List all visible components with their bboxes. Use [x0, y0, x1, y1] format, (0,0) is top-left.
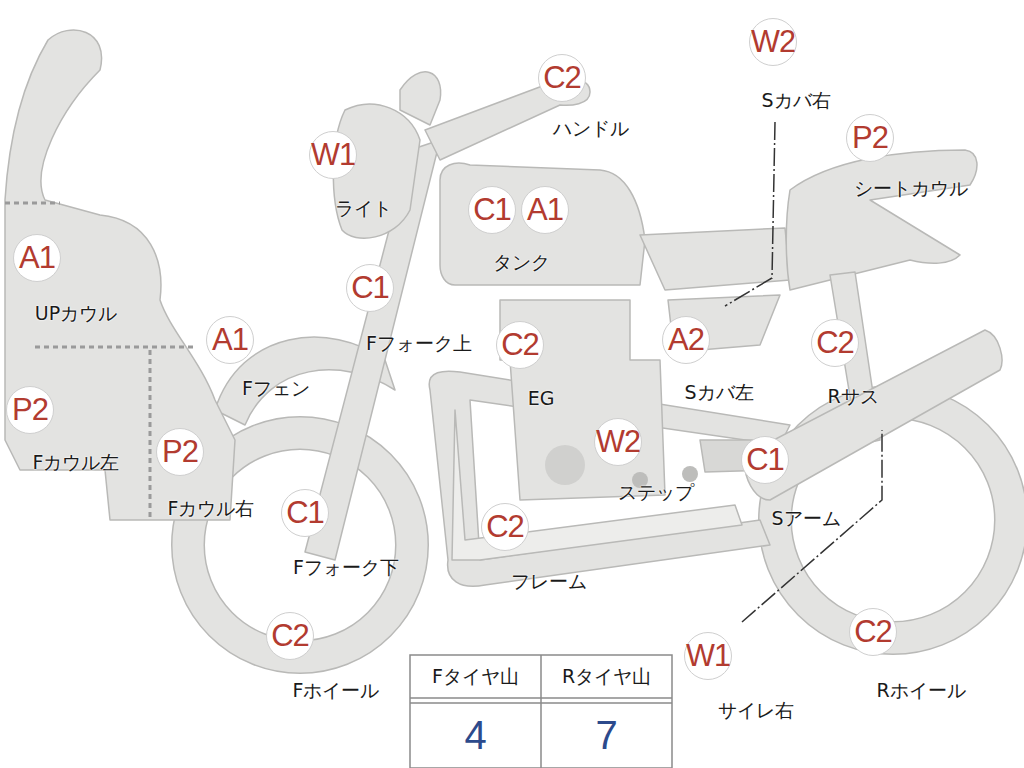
part-name: サイレ右: [718, 701, 794, 720]
table-header: Rタイヤ山: [562, 664, 651, 690]
table-cell: Rタイヤ山: [541, 655, 672, 698]
table-cell: 7: [541, 703, 672, 768]
part-name: ステップ: [618, 483, 694, 502]
part-name: Fフェン: [242, 379, 310, 398]
table-cell: 4: [410, 703, 541, 768]
callout-code: C2: [543, 62, 581, 93]
part-name: EG: [528, 389, 555, 408]
callout-circle: C2フレーム: [481, 503, 529, 551]
callout-circle: C2EG: [496, 321, 544, 369]
callout-code: C2: [501, 329, 539, 360]
part-name: フレーム: [511, 572, 587, 591]
callout-circle: C2Fホイール: [266, 612, 314, 660]
callout-circle: A1タンク: [521, 186, 569, 234]
callout-circle: C1Fフォーク下: [281, 489, 329, 537]
part-name: Fフォーク上: [366, 334, 472, 353]
callout-circle: W2ステップ: [594, 418, 642, 466]
callout-code: C2: [271, 620, 309, 651]
callout-code: W2: [751, 26, 795, 57]
callout-circle: C1Fフォーク上: [346, 264, 394, 312]
callout-code: C1: [351, 272, 389, 303]
callout-code: P2: [852, 122, 888, 153]
table-cell: Fタイヤ山: [410, 655, 541, 698]
callout-code: W1: [311, 139, 355, 170]
part-name: Rサス: [827, 387, 878, 406]
callout-circle: C2Rホイール: [849, 608, 897, 656]
callout-circle: P2Fカウル右: [156, 428, 204, 476]
table-value: 4: [464, 713, 486, 758]
callout-circle: C1Sアーム: [741, 436, 789, 484]
table-header: Fタイヤ山: [432, 664, 519, 690]
callout-code: C1: [286, 497, 324, 528]
callout-code: A1: [212, 324, 248, 355]
callout-code: P2: [12, 394, 48, 425]
callout-circle: W1サイレ右: [684, 632, 732, 680]
callout-circle: A1UPカウル: [13, 234, 61, 282]
callout-circle: P2Fカウル左: [6, 386, 54, 434]
callout-code: W1: [686, 640, 730, 671]
part-name: Fカウル右: [168, 499, 255, 518]
callout-code: C2: [486, 511, 524, 542]
callout-circle: C1: [468, 186, 516, 234]
part-name: シートカウル: [854, 179, 968, 198]
part-name: UPカウル: [35, 304, 117, 323]
callout-code: C2: [854, 616, 892, 647]
callout-circle: P2シートカウル: [846, 114, 894, 162]
part-name: Rホイール: [876, 681, 965, 700]
part-name: Sカバ左: [684, 383, 753, 402]
callout-circle: C2ハンドル: [538, 54, 586, 102]
callout-code: W2: [596, 426, 640, 457]
callout-circle: W1ライト: [309, 131, 357, 179]
part-name: Sカバ右: [761, 91, 830, 110]
callout-circle: W2Sカバ右: [749, 18, 797, 66]
callout-circle: A1Fフェン: [206, 316, 254, 364]
part-name: ハンドル: [553, 119, 629, 138]
callout-circle: A2Sカバ左: [662, 316, 710, 364]
part-name: Sアーム: [771, 509, 840, 528]
callout-code: A1: [19, 242, 55, 273]
part-name: Fホイール: [293, 681, 380, 700]
part-name: Fカウル左: [33, 453, 120, 472]
callout-code: C1: [473, 194, 511, 225]
callout-code: P2: [162, 436, 198, 467]
part-name: タンク: [493, 253, 550, 272]
callout-code: C1: [746, 444, 784, 475]
part-name: ライト: [335, 199, 392, 218]
tire-table: Fタイヤ山 Rタイヤ山 4 7: [410, 655, 672, 768]
callout-code: A2: [668, 324, 704, 355]
table-value: 7: [595, 713, 617, 758]
callout-code: A1: [527, 194, 563, 225]
callout-code: C2: [816, 327, 854, 358]
part-name: Fフォーク下: [293, 558, 399, 577]
callout-circle: C2Rサス: [811, 319, 859, 367]
